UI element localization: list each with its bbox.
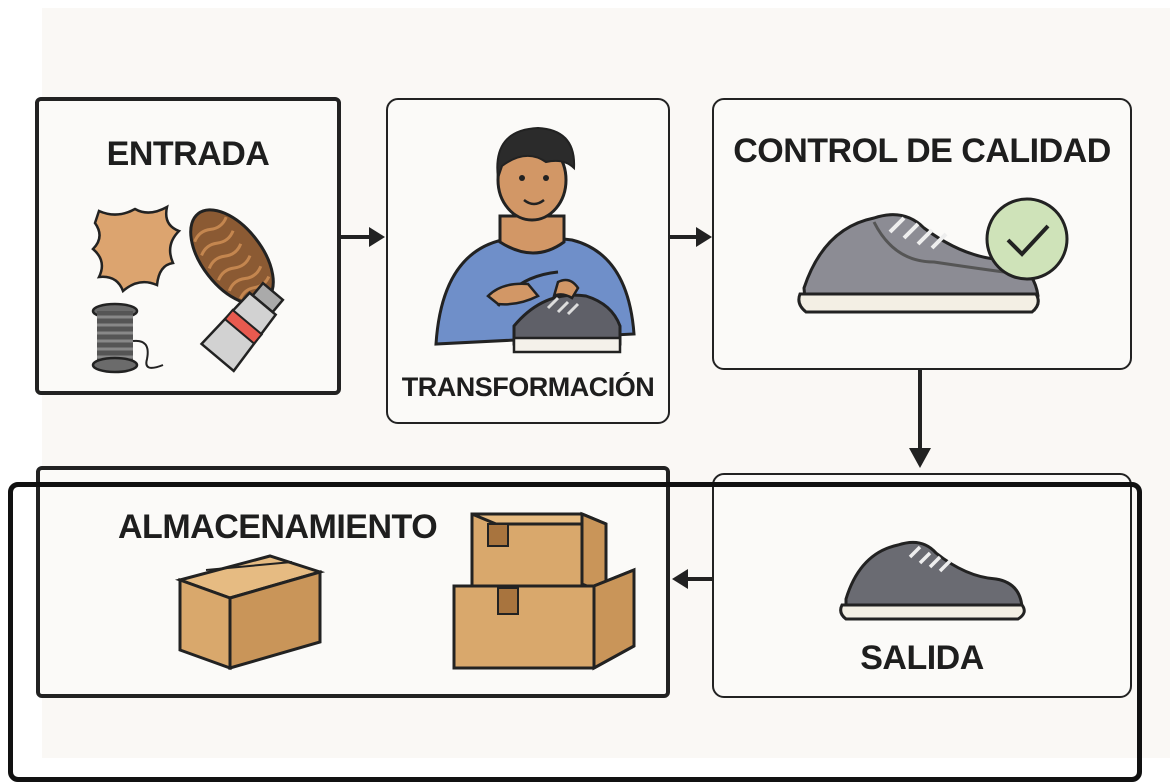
step-entrada-label: ENTRADA <box>106 135 270 173</box>
leather-hide-icon <box>91 204 182 294</box>
arrow-salida-to-almacenamiento <box>672 569 714 589</box>
step-control-calidad-label: CONTROL DE CALIDAD <box>733 132 1111 170</box>
step-entrada: ENTRADA <box>35 97 341 395</box>
sneaker-icon <box>797 213 1040 314</box>
arrow-transformacion-to-control <box>670 227 712 247</box>
cardboard-box-icon <box>452 511 636 671</box>
glue-tube-icon <box>199 281 285 373</box>
step-almacenamiento-label: ALMACENAMIENTO <box>118 508 438 546</box>
step-control-calidad: CONTROL DE CALIDAD <box>712 98 1132 370</box>
step-transformacion-label: TRANSFORMACIÓN <box>401 372 655 402</box>
checkmark-icon <box>985 197 1069 281</box>
arrow-control-to-salida <box>909 370 931 468</box>
arrow-entrada-to-transformacion <box>341 227 385 247</box>
thread-spool-icon <box>91 302 164 374</box>
step-salida-label: SALIDA <box>860 639 984 677</box>
cardboard-box-icon <box>174 554 326 671</box>
step-almacenamiento: ALMACENAMIENTO <box>36 466 670 698</box>
sneaker-icon <box>839 540 1026 621</box>
worker-icon <box>434 126 636 354</box>
step-transformacion: TRANSFORMACIÓN <box>386 98 670 424</box>
step-salida: SALIDA <box>712 473 1132 698</box>
